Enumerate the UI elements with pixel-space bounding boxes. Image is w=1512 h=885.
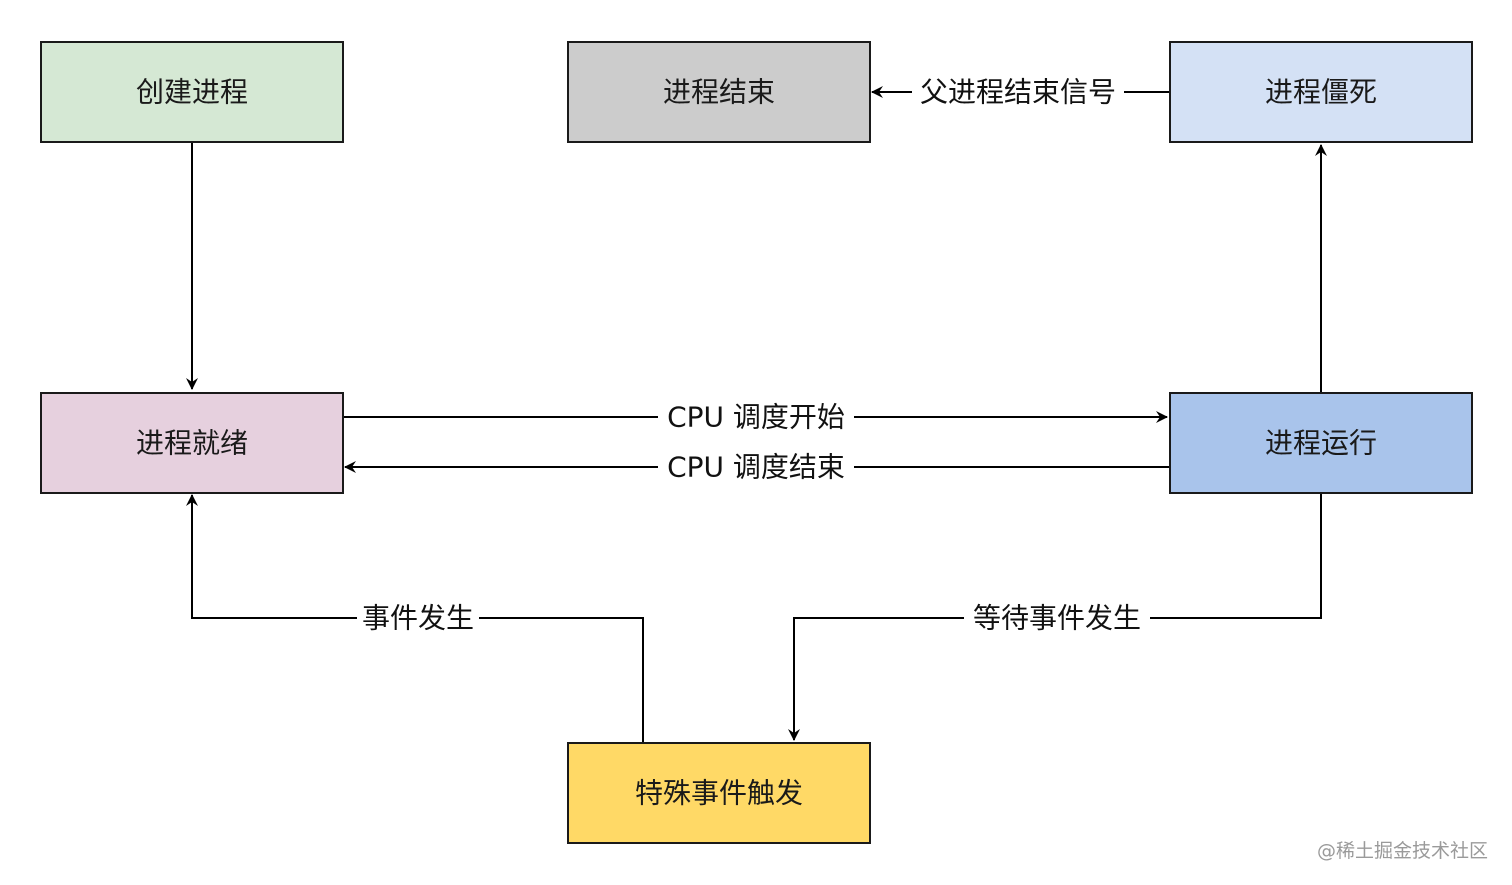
edge-label-parent-end-signal: 父进程结束信号 [920, 76, 1116, 109]
node-special-event: 特殊事件触发 [567, 742, 871, 844]
node-label-process-ready: 进程就绪 [136, 427, 248, 460]
node-label-create-process: 创建进程 [136, 76, 248, 109]
edge-running-to-ready: CPU 调度结束 [344, 447, 1170, 487]
node-label-special-event: 特殊事件触发 [635, 777, 803, 810]
edge-running-to-special: 等待事件发生 [788, 493, 1322, 741]
watermark-text: @稀土掘金技术社区 [1317, 840, 1488, 862]
edge-label-cpu-schedule-end: CPU 调度结束 [667, 451, 845, 484]
node-label-process-ended: 进程结束 [663, 76, 775, 109]
edge-label-wait-for-event: 等待事件发生 [973, 602, 1141, 635]
node-process-ended: 进程结束 [567, 41, 871, 143]
edge-label-cpu-schedule-start: CPU 调度开始 [667, 401, 845, 434]
edge-zombie-to-ended: 父进程结束信号 [871, 72, 1170, 112]
edge-label-event-occurred: 事件发生 [362, 602, 474, 635]
edge-special-to-ready: 事件发生 [186, 494, 644, 743]
node-process-zombie: 进程僵死 [1169, 41, 1473, 143]
edge-ready-to-running: CPU 调度开始 [343, 397, 1168, 437]
node-create-process: 创建进程 [40, 41, 344, 143]
node-label-process-zombie: 进程僵死 [1265, 76, 1377, 109]
node-label-process-running: 进程运行 [1265, 427, 1377, 460]
node-process-ready: 进程就绪 [40, 392, 344, 494]
node-process-running: 进程运行 [1169, 392, 1473, 494]
